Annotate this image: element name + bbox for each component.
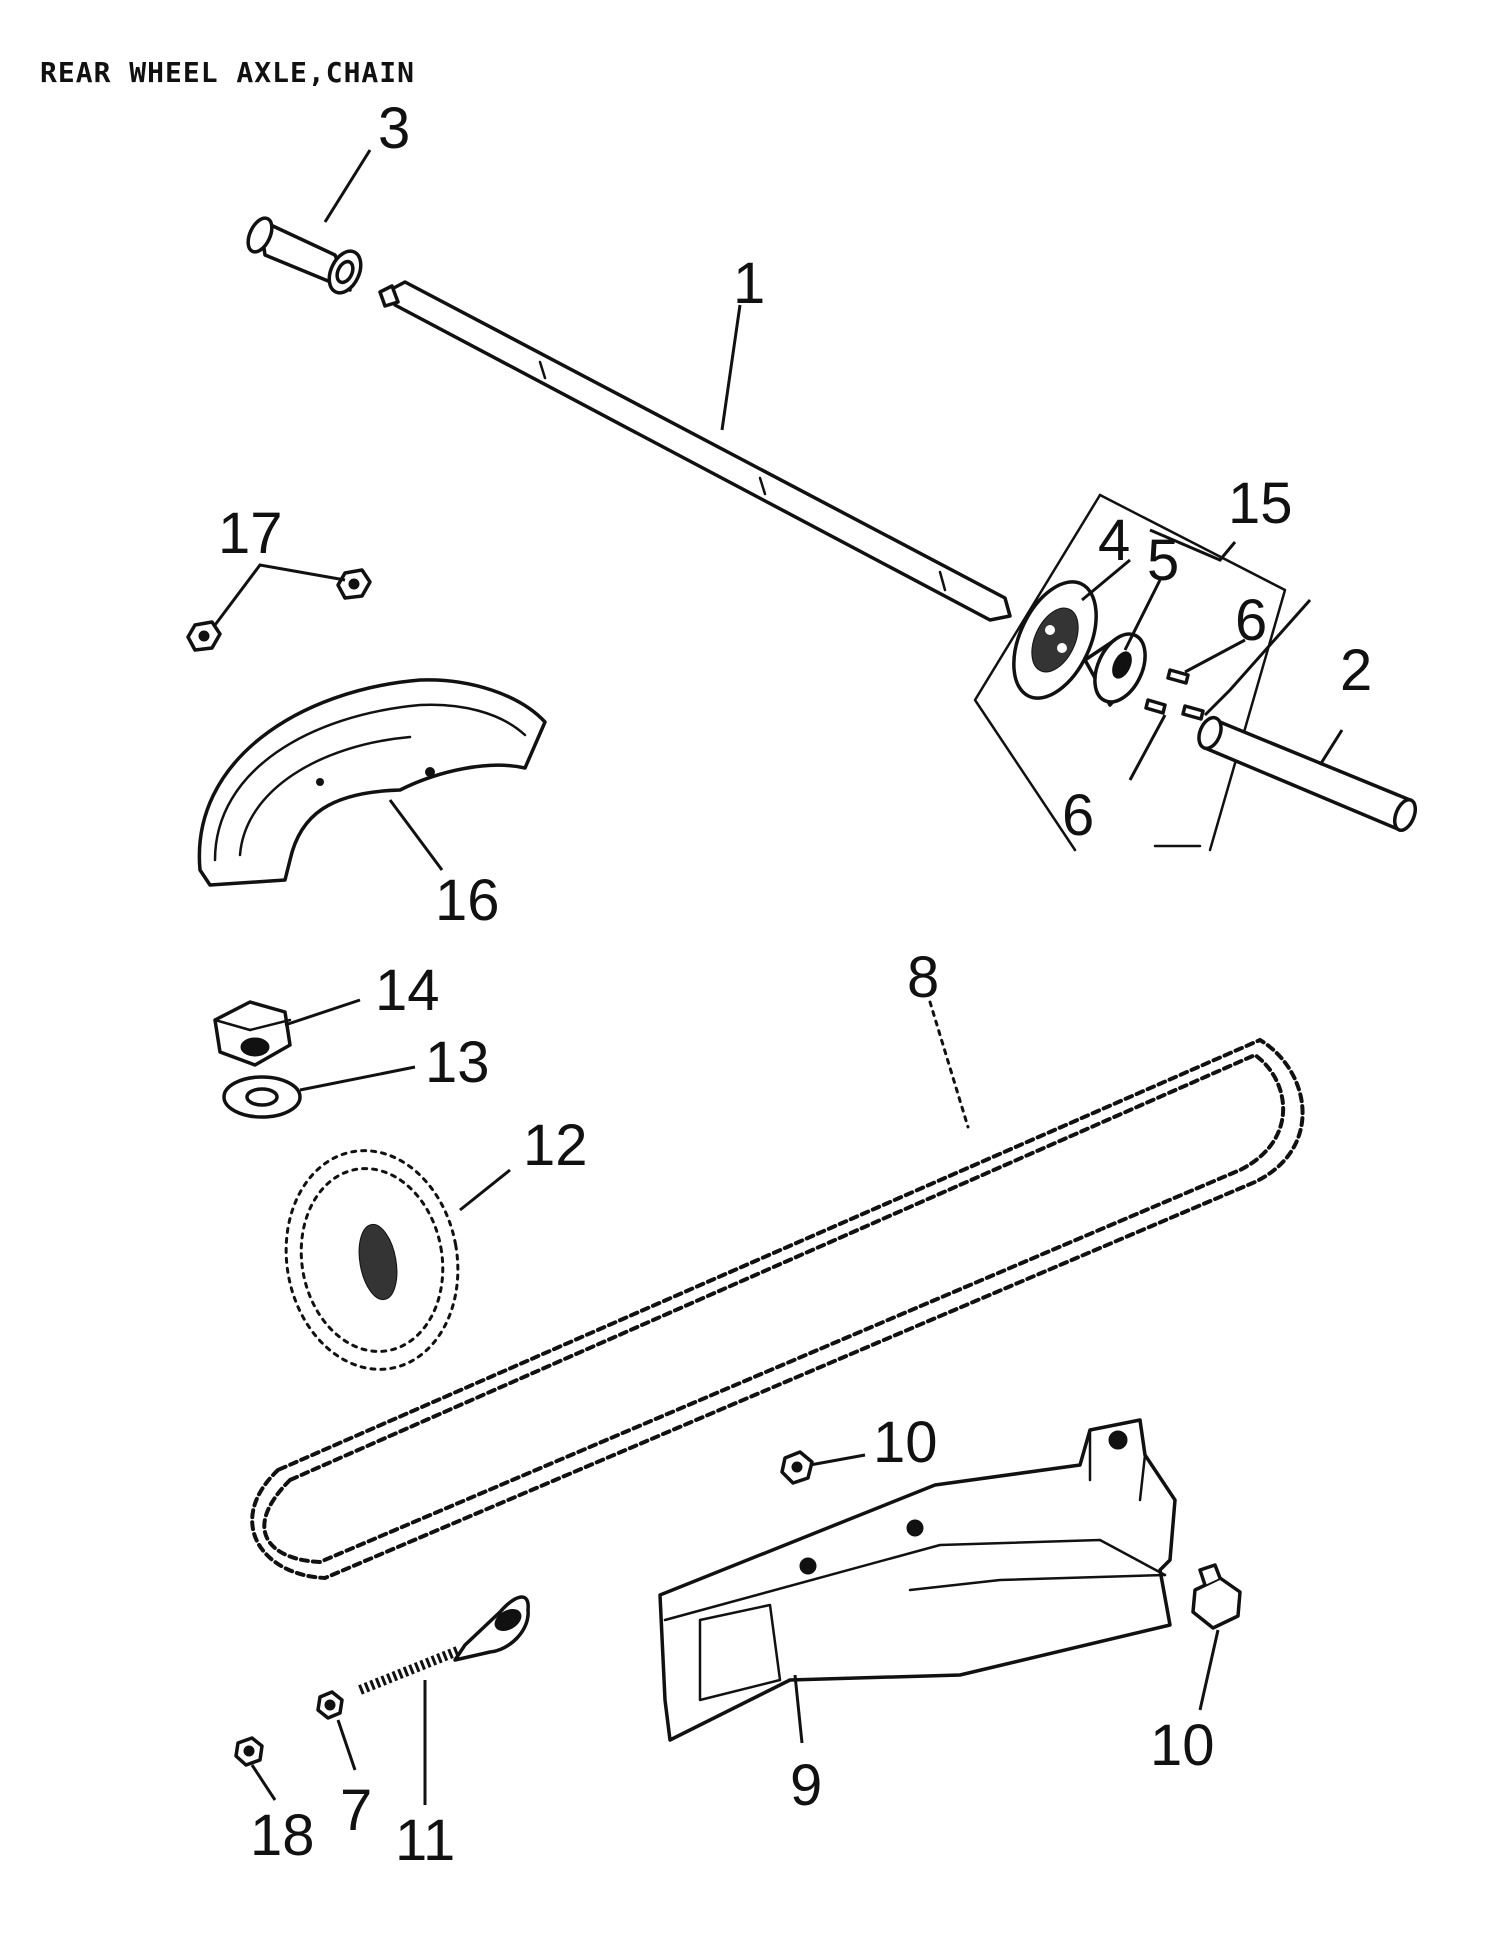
part-washer (222, 1075, 302, 1119)
part-spacer-tube (246, 216, 363, 295)
callout-5: 5 (1147, 528, 1179, 593)
part-flange-bolt (1191, 1563, 1242, 1630)
callout-1: 1 (733, 251, 765, 316)
part-nut-right (336, 568, 372, 600)
callout-15: 15 (1228, 471, 1293, 536)
callout-12: 12 (523, 1113, 588, 1178)
callout-11: 11 (395, 1808, 455, 1873)
callout-7: 7 (340, 1778, 372, 1843)
part-key-lower (1181, 704, 1205, 721)
part-axle-nut (213, 1000, 292, 1067)
part-drive-chain (250, 1037, 1305, 1581)
callout-2: 2 (1340, 638, 1372, 703)
callout-3: 3 (378, 96, 410, 161)
part-rear-axle (378, 280, 1012, 622)
callout-14: 14 (375, 958, 440, 1023)
part-chain-guard (197, 678, 547, 887)
callout-6-lower: 6 (1062, 783, 1094, 848)
part-nut-left (186, 620, 222, 652)
part-lock-nut (234, 1736, 264, 1767)
part-key-center (1144, 698, 1167, 715)
hub-assembly-bracket (973, 493, 1287, 852)
callout-8: 8 (907, 945, 939, 1010)
part-axle-tube (1197, 715, 1418, 832)
callout-16: 16 (435, 868, 500, 933)
callout-6-upper: 6 (1235, 588, 1267, 653)
callout-10-lower: 10 (1150, 1713, 1215, 1778)
part-adjuster-nut (316, 1690, 344, 1720)
leader-lines (213, 149, 1344, 1805)
diagram-title: REAR WHEEL AXLE,CHAIN (40, 56, 415, 89)
callout-10-upper: 10 (873, 1410, 938, 1475)
part-hub (1083, 632, 1147, 707)
part-bolt-small (780, 1450, 814, 1485)
part-key-upper (1166, 668, 1190, 685)
callout-18: 18 (250, 1803, 315, 1868)
part-chain-guard-lower (658, 1418, 1177, 1742)
part-chain-adjuster (358, 1595, 530, 1695)
part-sprocket (284, 1149, 460, 1371)
callout-9: 9 (790, 1753, 822, 1818)
callout-17: 17 (218, 501, 283, 566)
part-brake-disc (1012, 580, 1098, 700)
callout-4: 4 (1098, 508, 1130, 573)
callout-13: 13 (425, 1030, 490, 1095)
